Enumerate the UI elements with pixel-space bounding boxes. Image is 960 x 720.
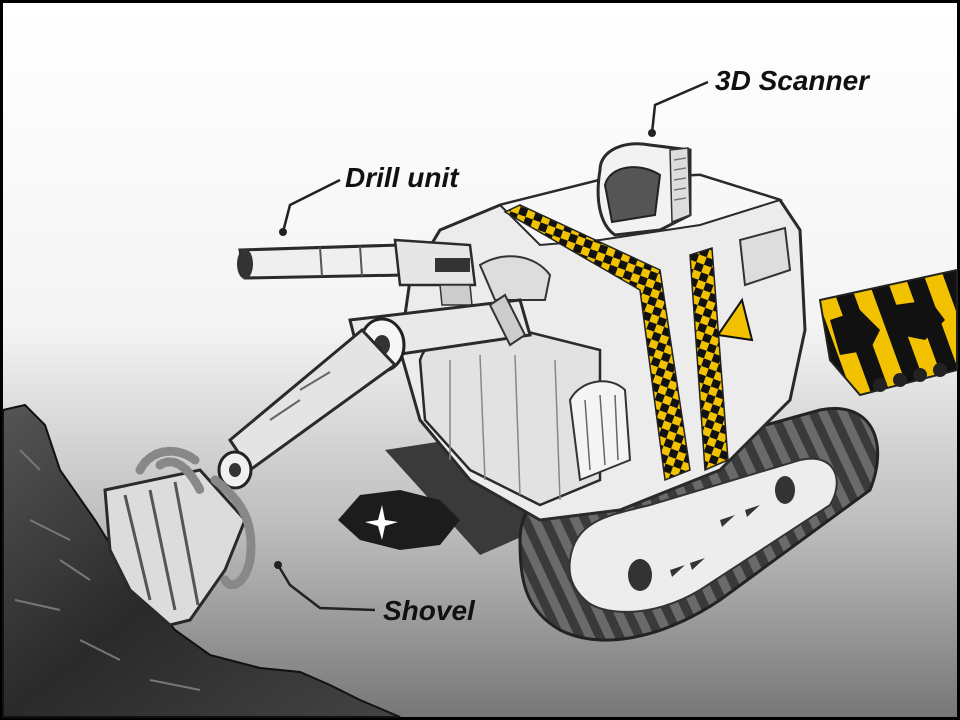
rock-sample [338,490,460,550]
scanner-head [596,142,692,237]
label-3d-scanner: 3D Scanner [715,65,871,96]
drill-unit [237,238,552,306]
shovel [103,446,256,627]
scanner-visor [603,166,662,224]
track-wheel [628,559,652,591]
arrow-markers [670,505,760,577]
shell-ribs [449,354,561,501]
rear-wheels [873,363,947,392]
hazard-stripe [503,204,691,482]
side-panel [738,226,792,287]
label-drill-unit: Drill unit [345,162,460,193]
rock-cracks [14,449,201,691]
callout-lines [274,80,709,612]
label-shovel: Shovel [383,595,476,626]
robotic-arm [217,293,532,490]
warning-triangle-icon [716,297,754,342]
drill-leader [281,178,341,233]
sparkle-icon [365,505,398,540]
hazard-stripe [689,246,729,472]
track-wheel [775,476,795,504]
shovel-leader [276,564,376,612]
scanner-leader [650,80,709,134]
rock-cliff [2,403,401,718]
ground-plate [385,440,560,555]
rear-rocks [830,300,945,355]
